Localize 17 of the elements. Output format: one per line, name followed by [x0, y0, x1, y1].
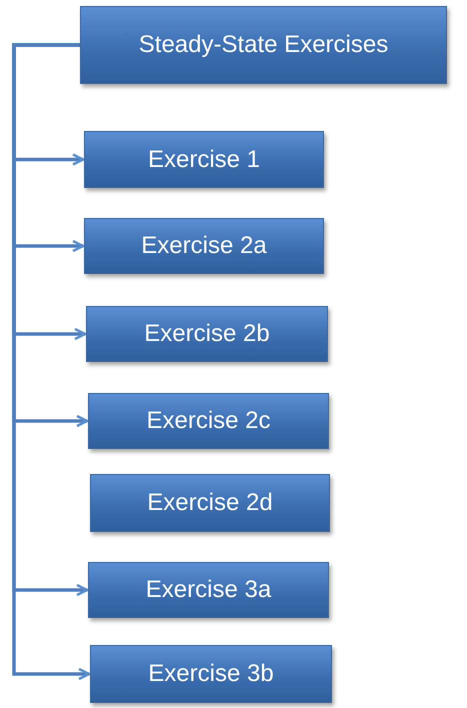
box-label: Exercise 2d — [147, 489, 273, 517]
box-label: Steady-State Exercises — [138, 31, 388, 59]
process-box — [88, 562, 329, 618]
process-box — [90, 645, 332, 703]
box-label: Exercise 2a — [141, 232, 267, 260]
title-box — [80, 6, 447, 84]
connector-arrow — [12, 43, 90, 680]
process-box — [86, 306, 328, 362]
box-label: Exercise 2b — [144, 320, 270, 348]
process-box — [88, 393, 329, 449]
process-box — [84, 218, 324, 274]
box-label: Exercise 2c — [146, 407, 271, 435]
process-box — [84, 131, 324, 188]
box-label: Exercise 3b — [148, 660, 274, 688]
box-label: Exercise 1 — [148, 146, 260, 174]
box-label: Exercise 3a — [146, 576, 272, 604]
process-box — [90, 474, 330, 532]
